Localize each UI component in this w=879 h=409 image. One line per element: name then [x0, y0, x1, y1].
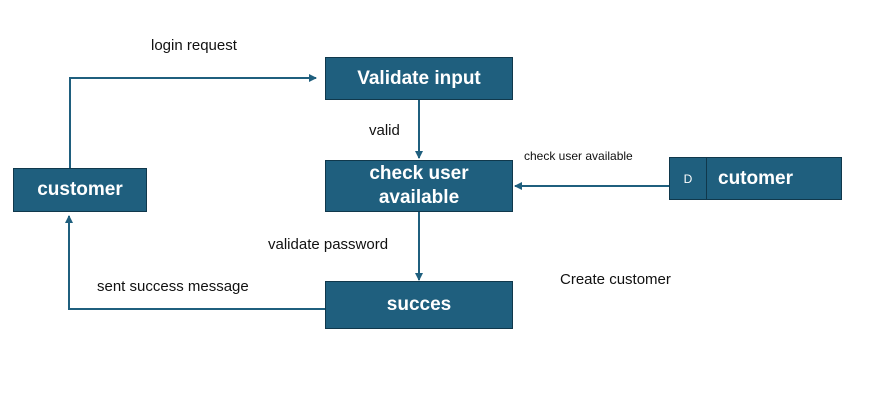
check-user-available-process: check user available [325, 160, 513, 212]
diagram-caption: Create customer [560, 271, 671, 288]
flow-label-check-user-available: check user available [524, 149, 633, 163]
customer-entity: customer [13, 168, 147, 212]
customer-datastore: D cutomer [669, 157, 842, 200]
validate-input-label: Validate input [357, 67, 481, 89]
success-process: succes [325, 281, 513, 329]
arrow-login-request [69, 74, 317, 168]
validate-input-process: Validate input [325, 57, 513, 100]
flow-label-valid: valid [369, 122, 400, 139]
customer-entity-label: customer [37, 179, 123, 200]
datastore-name: cutomer [718, 167, 793, 189]
arrow-sent-success-message [65, 215, 326, 310]
flow-label-login-request: login request [151, 37, 237, 54]
success-label: succes [386, 294, 452, 315]
flow-label-validate-password: validate password [268, 236, 389, 253]
flow-label-sent-success-message: sent success message [97, 278, 249, 295]
datastore-id: D [670, 158, 707, 199]
check-user-available-label: check user available [369, 163, 469, 208]
